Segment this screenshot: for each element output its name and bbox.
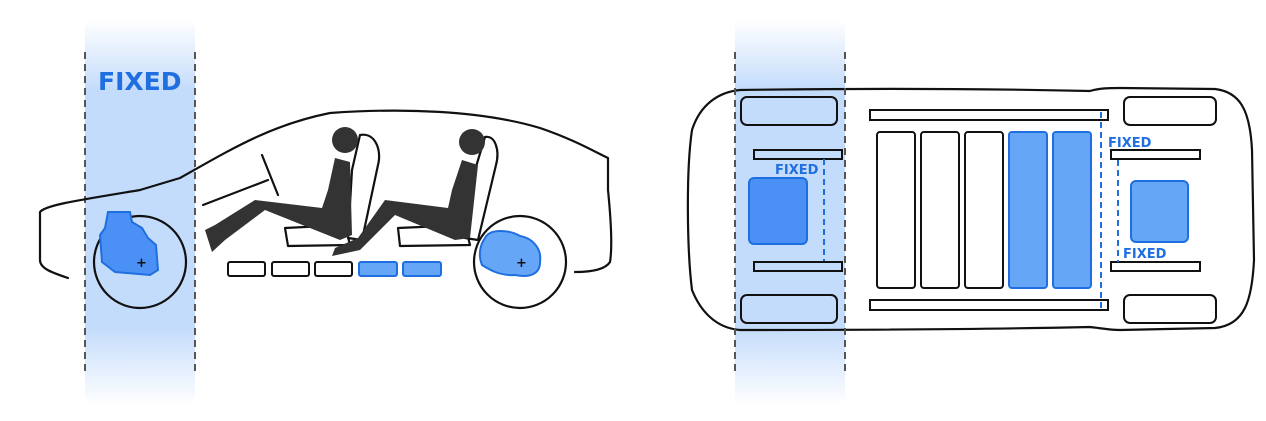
car-top-outline <box>686 86 1256 332</box>
front-wheel <box>92 214 188 310</box>
battery-cell-highlighted <box>1052 131 1092 289</box>
front-fixed-label: FIXED <box>775 163 819 178</box>
battery-module <box>271 261 310 277</box>
dashboard-line <box>201 153 280 207</box>
passenger-figure <box>332 129 485 256</box>
front-left-wheel <box>740 96 838 126</box>
rear-top-fixed-label: FIXED <box>1108 136 1152 151</box>
battery-module-highlighted <box>402 261 442 277</box>
front-subframe-bar <box>753 149 843 160</box>
car-body-outline <box>38 109 613 280</box>
rear-subframe-bar <box>1110 149 1201 160</box>
front-right-wheel <box>740 294 838 324</box>
side-rail-top <box>869 109 1109 121</box>
battery-cell <box>920 131 960 289</box>
fixed-label: FIXED <box>98 67 181 96</box>
battery-cell-highlighted <box>1008 131 1048 289</box>
side-rail-bottom <box>869 299 1109 311</box>
rear-motor <box>478 230 542 277</box>
front-subframe-bar <box>753 261 843 272</box>
rear-subframe-bar <box>1110 261 1201 272</box>
rear-bottom-fixed-label: FIXED <box>1123 247 1167 262</box>
battery-module <box>314 261 353 277</box>
rear-motor <box>1130 180 1189 243</box>
battery-module <box>227 261 266 277</box>
front-axle-center-icon: + <box>136 256 147 271</box>
front-motor <box>748 177 808 245</box>
battery-module-highlighted <box>358 261 398 277</box>
front-motor <box>98 211 160 277</box>
battery-cell <box>964 131 1004 289</box>
rear-right-wheel <box>1123 294 1217 324</box>
battery-cell <box>876 131 916 289</box>
fixed-zone-band <box>85 20 195 405</box>
rear-wheel <box>472 214 568 310</box>
rear-left-wheel <box>1123 96 1217 126</box>
rear-axle-center-icon: + <box>516 256 527 271</box>
top-view: FIXED FIXED FIXED <box>686 20 1256 405</box>
driver-figure <box>205 127 358 252</box>
side-view: FIXED + + <box>38 20 613 405</box>
